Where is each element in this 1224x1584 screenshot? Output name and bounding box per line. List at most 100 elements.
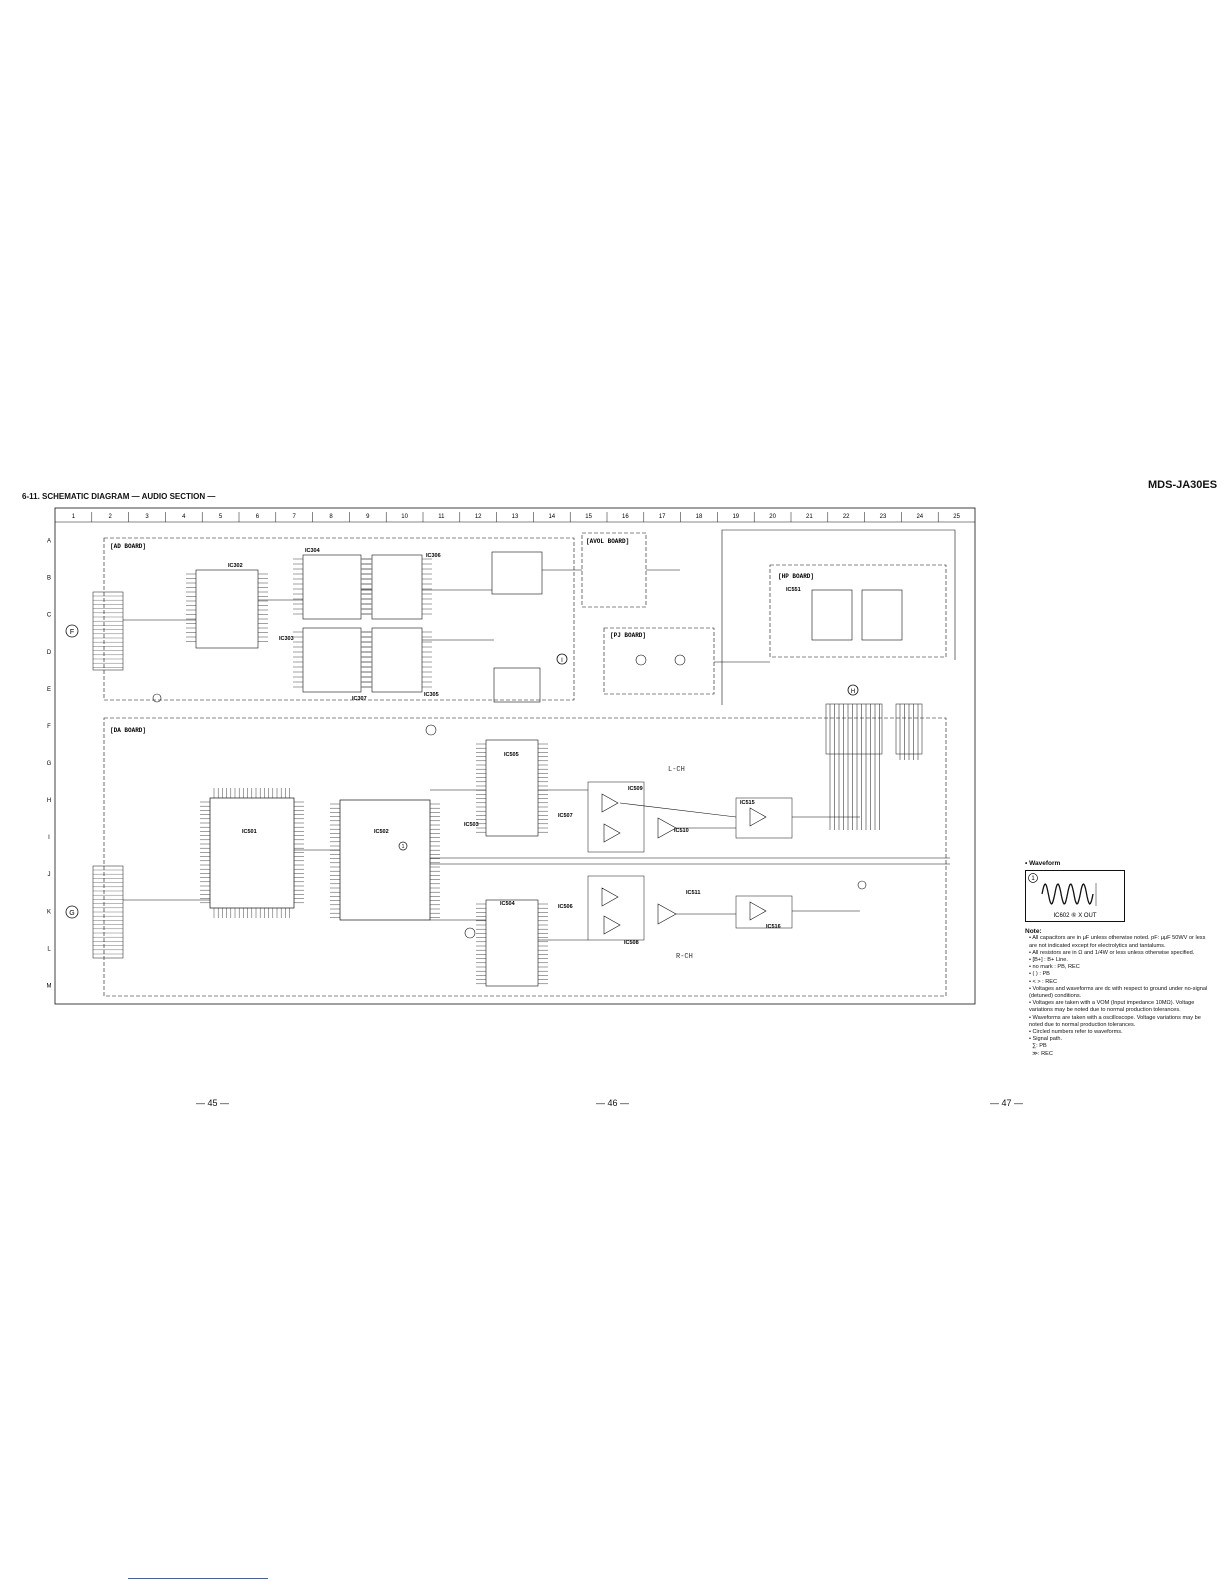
ic307-label: IC307 bbox=[352, 696, 367, 702]
diagram-title: 6-11. SCHEMATIC DIAGRAM — AUDIO SECTION … bbox=[22, 492, 216, 501]
row-label: E bbox=[47, 687, 51, 693]
ic511-label: IC511 bbox=[686, 890, 700, 896]
ic509-label: IC509 bbox=[628, 786, 643, 792]
column-label: 7 bbox=[293, 514, 297, 520]
ic505-label: IC505 bbox=[504, 752, 519, 758]
row-label: G bbox=[47, 761, 52, 767]
connector-g-block bbox=[92, 865, 124, 959]
connector-f-marker: F bbox=[65, 624, 79, 638]
ad-board-outline bbox=[103, 537, 575, 701]
note-item: • Signal path. bbox=[1029, 1036, 1063, 1043]
note-item: • no mark : PB, REC bbox=[1029, 964, 1080, 971]
column-label: 12 bbox=[475, 514, 482, 520]
ic502-label: IC502 bbox=[374, 829, 389, 835]
column-label: 25 bbox=[953, 514, 960, 520]
pj-board-outline bbox=[603, 627, 715, 695]
da-board-label: [DA BOARD] bbox=[110, 727, 146, 734]
ic502-body bbox=[339, 799, 431, 921]
waveform-sine: 1 IC602 ⑥ X OUT bbox=[1028, 873, 1097, 919]
ic551-label: IC551 bbox=[786, 587, 801, 593]
ic510-label: IC510 bbox=[674, 828, 689, 834]
note-item: • All capacitors are in μF unless otherw… bbox=[1029, 935, 1206, 949]
row-label: K bbox=[47, 909, 51, 915]
row-label: D bbox=[47, 650, 52, 656]
svg-text:1: 1 bbox=[402, 844, 405, 850]
waveform-caption: IC602 ⑥ X OUT bbox=[1053, 912, 1096, 919]
op-amps bbox=[601, 793, 767, 935]
column-label: 4 bbox=[182, 514, 186, 520]
row-label: J bbox=[48, 872, 51, 878]
ic515-label: IC515 bbox=[740, 800, 755, 806]
note-item: • Voltages are taken with a VOM (Input i… bbox=[1029, 1000, 1195, 1014]
row-label: A bbox=[47, 539, 51, 545]
column-label: 1 bbox=[72, 514, 76, 520]
column-label: 14 bbox=[548, 514, 555, 520]
column-label: 15 bbox=[585, 514, 592, 520]
connector-i-marker: I bbox=[556, 653, 568, 665]
ic505-body bbox=[485, 739, 539, 837]
column-label: 22 bbox=[843, 514, 850, 520]
ic507-label: IC507 bbox=[558, 813, 573, 819]
ic501-label: IC501 bbox=[242, 829, 257, 835]
column-label: 6 bbox=[256, 514, 260, 520]
svg-text:F: F bbox=[70, 629, 74, 636]
waveform-title: • Waveform bbox=[1025, 860, 1061, 867]
row-label: I bbox=[48, 835, 50, 841]
ic306-body bbox=[371, 554, 423, 620]
waveform-box: 1 IC602 ⑥ X OUT bbox=[1025, 870, 1125, 923]
note-item: • Waveforms are taken with a oscilloscop… bbox=[1029, 1014, 1201, 1028]
page-number-46: — 46 — bbox=[596, 1098, 630, 1108]
ic303-label: IC303 bbox=[279, 636, 294, 642]
ic302-body bbox=[195, 569, 259, 649]
column-label: 23 bbox=[880, 514, 887, 520]
column-label: 16 bbox=[622, 514, 629, 520]
waveform-point-marker: 1 bbox=[398, 841, 408, 851]
column-label: 8 bbox=[329, 514, 333, 520]
hp-board-label: [HP BOARD] bbox=[778, 573, 814, 580]
notes-panel: • Waveform 1 IC602 ⑥ X OUT Note: • All c… bbox=[1025, 860, 1215, 1058]
svg-text:G: G bbox=[69, 910, 74, 917]
page-number-47: — 47 — bbox=[990, 1098, 1024, 1108]
ic306-label: IC306 bbox=[426, 553, 441, 559]
ic305-area bbox=[371, 627, 423, 693]
model-name: MDS-JA30ES bbox=[1148, 479, 1218, 491]
notes-list: • All capacitors are in μF unless otherw… bbox=[1025, 935, 1215, 1043]
ic508-label: IC508 bbox=[624, 940, 639, 946]
ic501-body bbox=[209, 797, 295, 909]
column-label: 10 bbox=[401, 514, 408, 520]
notes-heading: Note: bbox=[1025, 928, 1042, 936]
ic504-body bbox=[485, 899, 539, 987]
row-label: M bbox=[47, 983, 52, 989]
ic304-label: IC304 bbox=[305, 548, 321, 554]
column-label: 13 bbox=[512, 514, 519, 520]
ic504-label: IC504 bbox=[500, 901, 516, 907]
column-label: 9 bbox=[366, 514, 370, 520]
ic303-area bbox=[302, 627, 362, 693]
svg-text:H: H bbox=[851, 689, 855, 695]
column-label: 3 bbox=[145, 514, 149, 520]
column-label: 5 bbox=[219, 514, 223, 520]
ad-connector-bottom bbox=[493, 667, 541, 703]
row-label: L bbox=[47, 946, 51, 952]
svg-text:I: I bbox=[561, 658, 563, 664]
note-item: • ( ) : PB bbox=[1029, 971, 1050, 978]
schematic-frame bbox=[54, 507, 976, 1005]
column-label: 17 bbox=[659, 514, 666, 520]
avol-board-label: [AVOL BOARD] bbox=[586, 538, 629, 545]
right-channel-label: R-CH bbox=[676, 953, 693, 961]
column-label: 11 bbox=[438, 514, 445, 520]
signal-path-rec: ≫: REC bbox=[1029, 1050, 1053, 1057]
signal-path-pb: ∑: PB bbox=[1029, 1043, 1047, 1050]
ic302-label: IC302 bbox=[228, 563, 243, 569]
ad-connector-top bbox=[491, 551, 543, 595]
column-label: 18 bbox=[696, 514, 703, 520]
note-item: • [B+] : B+ Line. bbox=[1029, 957, 1068, 964]
ic305-label: IC305 bbox=[424, 692, 439, 698]
svg-text:1: 1 bbox=[1031, 876, 1035, 882]
row-label: B bbox=[47, 576, 51, 582]
column-label: 19 bbox=[732, 514, 739, 520]
connector-g-marker: G bbox=[65, 905, 79, 919]
ic516-label: IC516 bbox=[766, 924, 781, 930]
